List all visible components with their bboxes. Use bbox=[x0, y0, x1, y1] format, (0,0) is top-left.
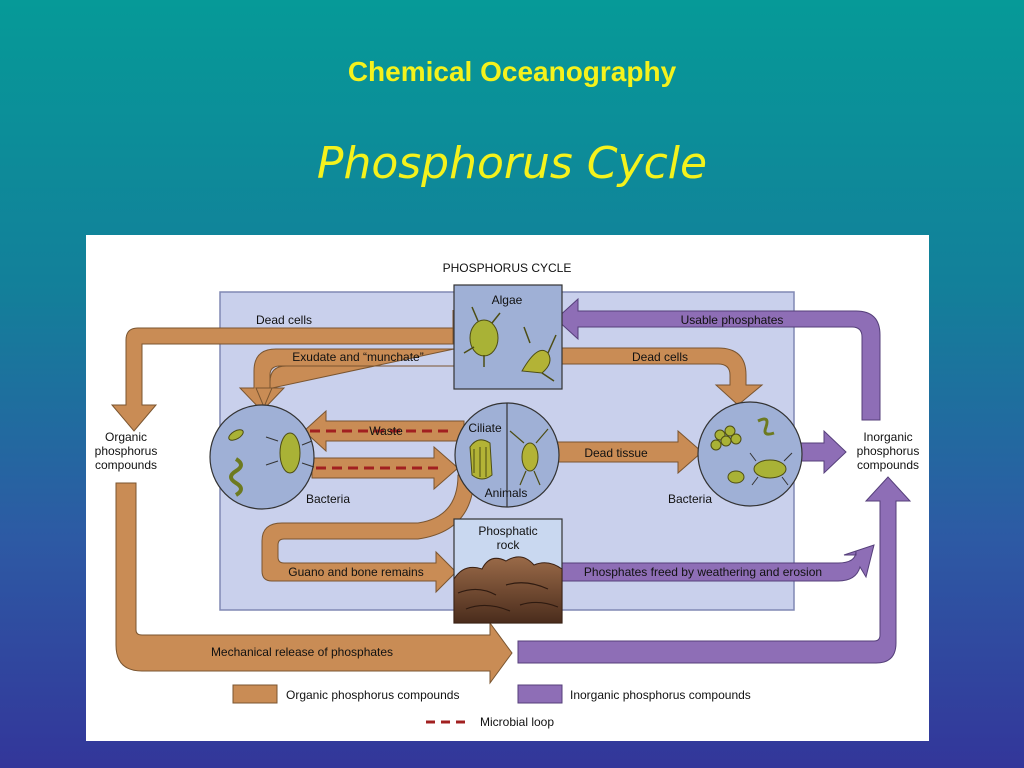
label-bacteria-left: Bacteria bbox=[306, 492, 350, 506]
legend-label-microbial: Microbial loop bbox=[480, 715, 554, 729]
rod-bacterium-icon bbox=[228, 429, 244, 441]
label-organic-3: compounds bbox=[95, 458, 157, 472]
label-animals: Animals bbox=[485, 486, 528, 500]
legend-label-inorganic: Inorganic phosphorus compounds bbox=[570, 688, 751, 702]
label-usable-phosphates: Usable phosphates bbox=[681, 313, 784, 327]
arrow-exudate bbox=[238, 348, 455, 412]
arrow-mechanical bbox=[115, 482, 513, 685]
arrow-dead-cells-mid bbox=[561, 347, 764, 406]
spiral-bacterium-icon bbox=[757, 417, 775, 436]
arrow-dead-tissue bbox=[555, 429, 703, 475]
bacteria-circle-right bbox=[697, 401, 803, 507]
label-waste: Waste bbox=[369, 424, 403, 438]
label-weathering: Phosphates freed by weathering and erosi… bbox=[584, 565, 822, 579]
label-inorganic-3: compounds bbox=[857, 458, 919, 472]
diagram-panel: PHOSPHORUS CYCLE Dead cells Exudate and … bbox=[86, 235, 929, 741]
slide-title: Chemical Oceanography bbox=[347, 56, 677, 87]
label-bacteria-right: Bacteria bbox=[668, 492, 712, 506]
label-ciliate: Ciliate bbox=[468, 421, 502, 435]
label-exudate: Exudate and “munchate” bbox=[292, 350, 423, 364]
label-phosphatic-rock-2: rock bbox=[497, 538, 521, 552]
copepod-icon bbox=[509, 428, 549, 486]
label-inorganic-2: phosphorus bbox=[857, 444, 920, 458]
algae-cell-icon bbox=[463, 306, 501, 367]
bacterium-icon bbox=[265, 432, 315, 474]
label-mechanical: Mechanical release of phosphates bbox=[211, 645, 393, 659]
legend-swatch-inorganic bbox=[517, 684, 563, 704]
label-organic-1: Organic bbox=[105, 430, 147, 444]
phosphorus-cycle-diagram: PHOSPHORUS CYCLE Dead cells Exudate and … bbox=[95, 261, 920, 729]
label-dead-tissue: Dead tissue bbox=[584, 446, 648, 460]
label-inorganic-1: Inorganic bbox=[863, 430, 912, 444]
label-phosphatic-rock-1: Phosphatic bbox=[478, 524, 537, 538]
label-dead-cells-mid: Dead cells bbox=[632, 350, 688, 364]
label-dead-cells-top: Dead cells bbox=[256, 313, 312, 327]
label-guano: Guano and bone remains bbox=[288, 565, 423, 579]
arrow-bacteria-to-inorganic bbox=[797, 429, 847, 475]
legend: Organic phosphorus compounds Inorganic p… bbox=[232, 684, 751, 729]
spirillum-icon bbox=[229, 457, 243, 497]
arrow-mechanical-purple bbox=[517, 476, 912, 664]
arrow-weathering bbox=[561, 544, 875, 582]
ciliate-icon bbox=[469, 439, 493, 480]
slide-subtitle: Phosphorus Cycle bbox=[316, 138, 708, 189]
legend-swatch-organic bbox=[232, 684, 278, 704]
coccus-cluster-icon bbox=[710, 425, 742, 451]
arrow-usable-phosphates bbox=[555, 297, 881, 421]
label-organic-2: phosphorus bbox=[95, 444, 158, 458]
dinoflagellate-icon bbox=[521, 326, 557, 382]
arrow-guano bbox=[261, 474, 475, 594]
arrow-dead-cells-top bbox=[110, 310, 454, 432]
flagellated-bacterium-icon bbox=[727, 452, 793, 486]
rock-image bbox=[453, 556, 563, 624]
legend-label-organic: Organic phosphorus compounds bbox=[286, 688, 459, 702]
diagram-heading: PHOSPHORUS CYCLE bbox=[443, 261, 572, 275]
label-algae: Algae bbox=[492, 293, 523, 307]
